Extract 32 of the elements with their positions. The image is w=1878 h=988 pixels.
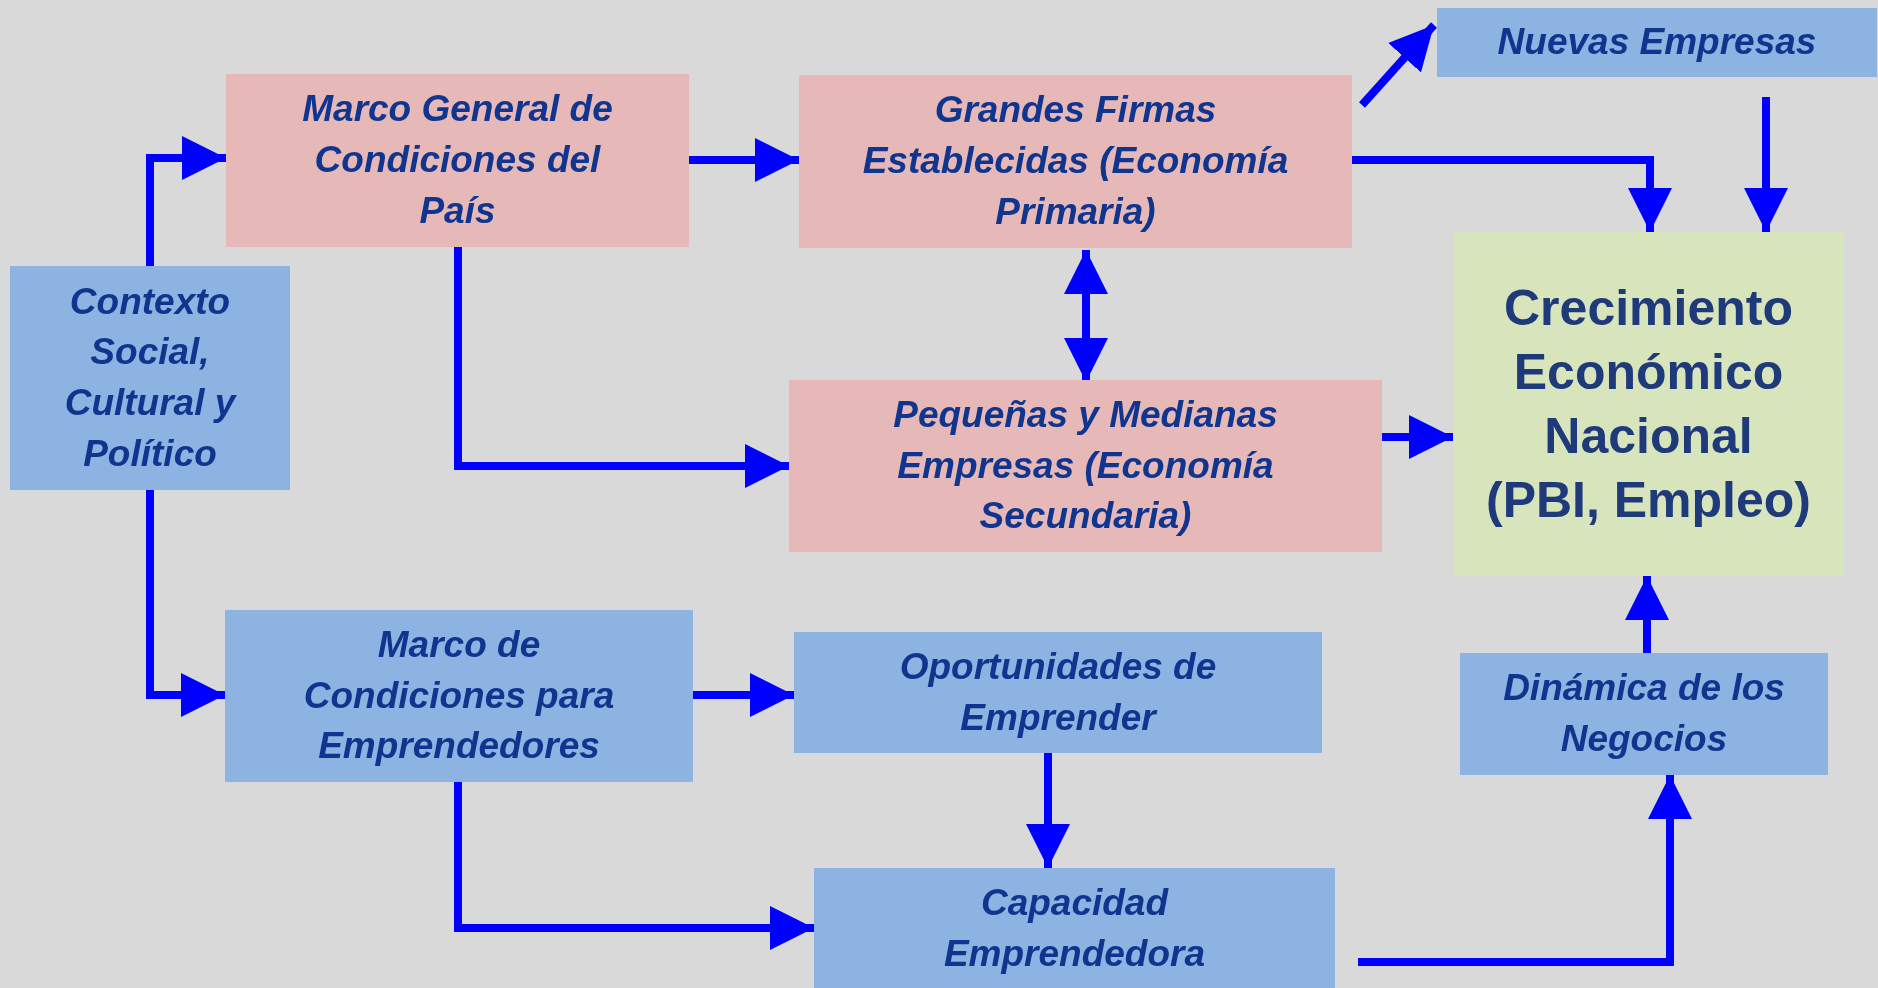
process-box (1460, 653, 1828, 775)
box-label: Contexto Social, Cultural y Político (63, 279, 238, 476)
arrow (689, 138, 799, 182)
arrow (1352, 156, 1672, 232)
box-label: Nuevas Empresas (1497, 20, 1817, 65)
process-box (794, 632, 1322, 753)
arrow (146, 490, 225, 717)
process-box (10, 266, 290, 490)
box-label: Pequeñas y Medianas Empresas (Economía Secundaria) (892, 392, 1279, 539)
process-box (799, 75, 1352, 248)
box-label: Grandes Firmas Establecidas (Economía Primaria) (861, 88, 1290, 234)
process-box (1437, 8, 1877, 77)
box-label: Dinámica de los Negocios (1502, 666, 1786, 761)
arrow (454, 782, 814, 950)
box-label: Marco General de Condiciones del País (301, 87, 614, 233)
process-box (226, 74, 689, 247)
arrow (454, 247, 789, 488)
box-label: Crecimiento Económico Nacional (PBI, Empleo) (1485, 279, 1812, 530)
process-box (814, 868, 1335, 988)
arrow (146, 136, 226, 266)
arrow (693, 673, 794, 717)
box-label: Oportunidades de Emprender (898, 644, 1218, 740)
arrow (1064, 250, 1108, 382)
process-box (1453, 232, 1844, 576)
process-box (225, 610, 693, 782)
box-label: Capacidad Emprendedora (942, 881, 1207, 976)
arrow (1359, 22, 1437, 108)
arrow (1625, 576, 1669, 653)
box-label: Marco de Condiciones para Emprendedores (302, 622, 616, 769)
process-box (789, 380, 1382, 552)
arrow (1382, 415, 1453, 459)
arrow (1026, 753, 1070, 868)
